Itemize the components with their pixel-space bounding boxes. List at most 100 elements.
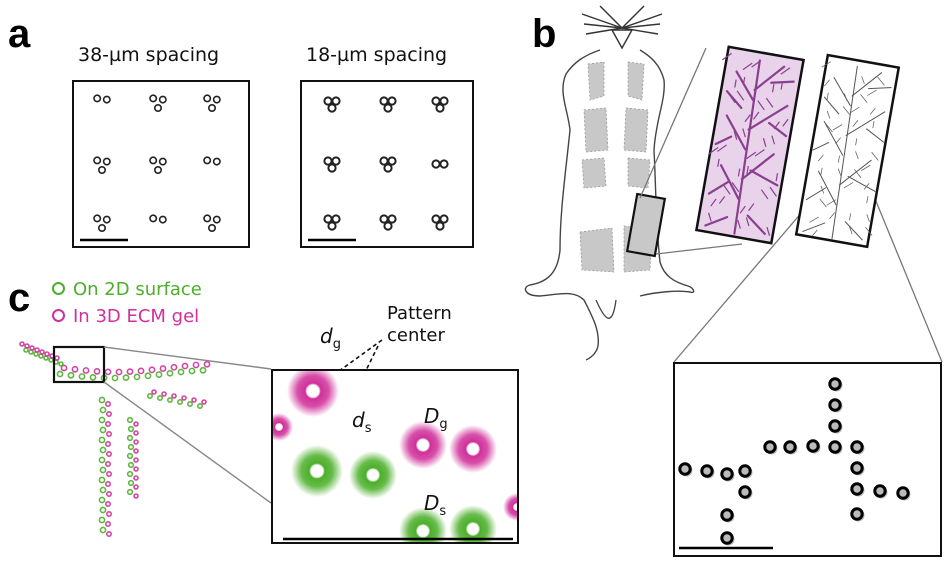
connector-line [639,47,707,199]
duct-branch [719,164,740,200]
cell-marker [127,443,135,451]
cell-marker [99,466,107,474]
cell-marker [126,452,134,460]
duct-twig [754,149,765,157]
traced-branch [845,111,886,136]
cell-marker [105,400,112,407]
cell-ring [327,221,337,231]
cell-marker [122,374,130,382]
cell-marker [105,520,112,527]
traced-twig [825,123,833,133]
duct-twig [782,118,789,127]
traced-branch [818,170,837,206]
traced-twig [817,154,824,162]
traced-twig [865,226,873,236]
cell-ring [387,156,397,166]
printed-cell [720,467,734,481]
cell-blob [349,451,397,499]
whisker [599,5,623,29]
cell-marker [181,362,189,370]
traced-branch [823,120,844,156]
cell-marker [54,355,60,361]
traced-twig [866,196,869,204]
cell-marker [187,400,194,407]
duct-twig [717,144,727,152]
traced-twig [852,120,859,127]
cell-marker [105,440,112,447]
cell-marker [133,493,139,499]
traced-twig [869,107,876,115]
duct-twig [780,67,791,75]
panel-b-label: b [532,12,557,56]
duct-twig [737,168,741,177]
printed-cell [806,439,820,453]
cell-ring [331,156,341,166]
cell-ring [212,157,221,166]
printed-cell [873,484,887,498]
cell-marker [161,391,167,397]
cell-marker [144,372,152,380]
cell-marker [98,456,106,464]
cell-ring [97,166,106,175]
cell-marker [167,396,174,403]
cell-ring [439,214,449,224]
cell-marker [106,410,113,417]
duct-twig [731,182,740,193]
cell-ring [203,94,212,103]
traced-twig [849,213,852,221]
cell-ring [149,214,158,223]
cell-ring [435,103,445,113]
duct-twig [710,198,717,207]
printed-cell [738,464,752,478]
duct-twig [771,135,776,145]
cell-ring [435,221,445,231]
cell-marker [197,402,204,409]
cell-marker [105,480,112,487]
panel-c-zoom-box [271,369,519,544]
duct-branch [749,169,779,187]
traced-twig [866,214,870,222]
traced-twig [837,168,842,177]
duct-twig [708,212,712,222]
cell-ring [208,224,217,233]
printed-cell [850,440,864,454]
panel-c-zoom-content [273,371,517,542]
duct-twig [742,76,746,86]
duct-branch [740,153,775,181]
duct-branch [714,135,733,146]
duct-branch [704,216,729,227]
cell-marker [99,506,107,514]
cell-blob [449,505,497,542]
traced-twig [837,155,840,163]
panel-a-right-box [300,80,474,248]
traced-branch [812,142,830,151]
cell-marker [34,347,40,353]
printed-cell [783,440,797,454]
duct-twig [753,111,760,120]
cell-ring [383,163,393,173]
traced-branch [802,222,826,232]
cell-marker [133,448,139,454]
traced-twig [819,198,827,208]
whisker [621,13,663,29]
cell-ring [93,156,102,165]
cell-blob [287,371,339,417]
cell-marker [105,460,112,467]
traced-branch [838,159,872,186]
cell-ring [158,215,167,224]
cell-ring [154,166,163,175]
duct-twig [775,173,779,182]
cell-marker [19,341,25,347]
cell-blob [399,421,447,469]
panel-a-left-title: 38-µm spacing [78,44,220,66]
cell-blob [399,507,447,542]
duct-branch [768,121,788,138]
traced-twig [820,185,825,194]
traced-twig [829,212,835,220]
cell-ring [383,103,393,113]
cell-ring [149,94,158,103]
whisker [583,23,623,29]
traced-twig [849,226,853,235]
cell-marker [127,479,135,487]
cell-marker [133,430,139,436]
